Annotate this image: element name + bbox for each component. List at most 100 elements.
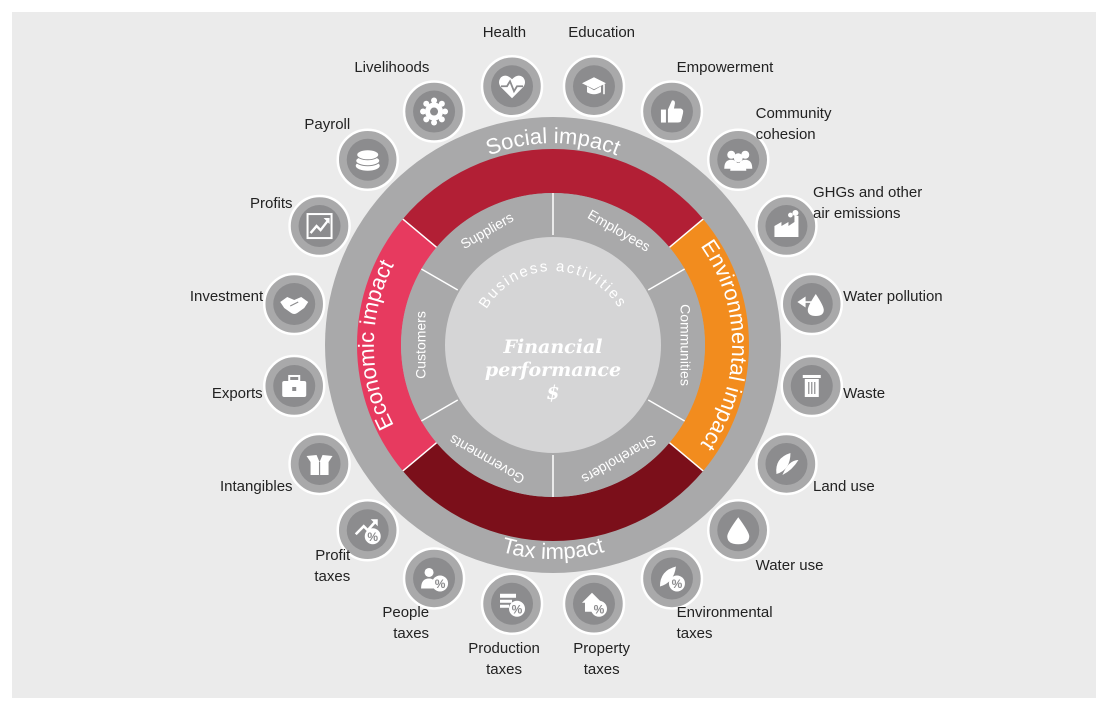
svg-text:%: % (594, 602, 605, 616)
item-label: Waste (843, 383, 885, 404)
item-label-line: Production (468, 640, 540, 658)
item-ring-stroke (402, 547, 466, 610)
item-production-percent: % (480, 572, 544, 636)
stakeholder-divider (647, 268, 686, 291)
item-ring-stroke (480, 54, 544, 118)
graduation-cap-icon (581, 77, 606, 95)
item-ring-stroke (755, 432, 818, 496)
sector-divider (402, 218, 438, 248)
item-leaf-percent: % (640, 547, 704, 610)
stakeholder-customers: Customers (413, 311, 429, 379)
item-label-line: Empowerment (676, 58, 774, 76)
item-label: Profits (250, 193, 293, 214)
item-label-line: Livelihoods (354, 58, 430, 76)
item-label: Production taxes (468, 638, 540, 680)
briefcase-icon (282, 374, 307, 397)
item-leaves (755, 432, 818, 496)
item-ring-stroke (780, 354, 844, 418)
item-label-line: cohesion (755, 126, 816, 144)
item-house-percent: % (562, 572, 626, 636)
stakeholder-divider (420, 399, 459, 422)
item-label-line: Exports (211, 385, 263, 403)
item-ring-stroke (780, 272, 844, 336)
item-ring-stroke (288, 432, 351, 496)
item-label: Exports (212, 383, 263, 404)
item-factory-emissions (755, 194, 818, 258)
item-ring-stroke (640, 547, 704, 610)
svg-text:%: % (512, 602, 523, 616)
item-people-group (707, 128, 770, 191)
item-thumbs-up (640, 80, 704, 143)
item-label-line: GHGs and other (812, 184, 923, 202)
environmental-impact-sector (669, 219, 749, 471)
item-person-percent: % (402, 547, 466, 610)
item-label-line: taxes (676, 624, 713, 642)
rising-chart-icon (306, 213, 333, 240)
production-percent-icon: % (500, 593, 526, 617)
trash-bin-icon (802, 374, 821, 397)
item-rising-chart (288, 194, 351, 258)
item-ring-stroke (262, 272, 326, 336)
gear-icon (420, 97, 449, 126)
svg-text:%: % (672, 577, 683, 591)
item-briefcase (262, 354, 326, 418)
item-ring-stroke (480, 572, 544, 636)
heart-pulse-icon (499, 75, 526, 99)
item-coin-stack (336, 128, 399, 191)
item-label-line: Land use (812, 478, 875, 496)
item-ring-stroke (336, 128, 399, 191)
water-drop-icon (727, 517, 750, 545)
item-label-line: Waste (843, 385, 886, 403)
impact-sector-ring (357, 149, 749, 541)
center-title-line2: performance (485, 359, 621, 381)
item-label-line: air emissions (812, 205, 901, 223)
item-label-line: Water use (755, 557, 824, 575)
item-trend-percent: % (336, 499, 399, 562)
center-title-line1: Financial (503, 336, 603, 358)
item-label-line: Health (482, 24, 527, 42)
item-label-line: Payroll (304, 115, 351, 133)
thumbs-up-icon (660, 100, 684, 123)
item-ring-stroke (336, 499, 399, 562)
item-label: Intangibles (220, 476, 293, 497)
people-group-icon (724, 150, 753, 171)
house-percent-icon: % (581, 592, 607, 617)
item-label: Empowerment (677, 57, 774, 78)
item-ring-stroke (755, 194, 818, 258)
center-disc (445, 237, 661, 453)
item-label: Payroll (304, 114, 350, 135)
item-open-box (288, 432, 351, 496)
trend-percent-icon: % (354, 519, 381, 545)
factory-emissions-icon (774, 210, 799, 238)
stakeholder-communities: Communities (677, 304, 693, 386)
item-ring-stroke (402, 80, 466, 143)
item-label: Investment (190, 286, 263, 307)
item-heart-pulse (480, 54, 544, 118)
item-label-line: Profits (250, 194, 293, 212)
leaf-percent-icon: % (659, 566, 685, 592)
economic-impact-sector (357, 219, 437, 471)
item-ring-stroke (640, 80, 704, 143)
item-graduation-cap (562, 54, 626, 118)
person-percent-icon: % (421, 567, 449, 592)
coin-stack-icon (355, 149, 381, 171)
item-ring-stroke (262, 354, 326, 418)
svg-text:%: % (367, 530, 378, 544)
item-label: Environmental taxes (677, 602, 773, 644)
item-label-line: taxes (314, 567, 351, 585)
sector-divider (668, 218, 704, 248)
item-label-line: taxes (583, 661, 620, 679)
item-label-line: Environmental (676, 603, 773, 621)
item-water-drop (707, 499, 770, 562)
item-label: Education (568, 22, 635, 43)
item-ring-stroke (562, 54, 626, 118)
item-label-line: taxes (486, 661, 522, 679)
item-label: GHGs and other air emissions (813, 182, 922, 224)
sector-divider (668, 442, 704, 472)
item-label: Livelihoods (354, 57, 429, 78)
item-icon-bg (298, 205, 341, 248)
item-label-line: Investment (189, 287, 264, 305)
svg-text:%: % (435, 577, 446, 591)
